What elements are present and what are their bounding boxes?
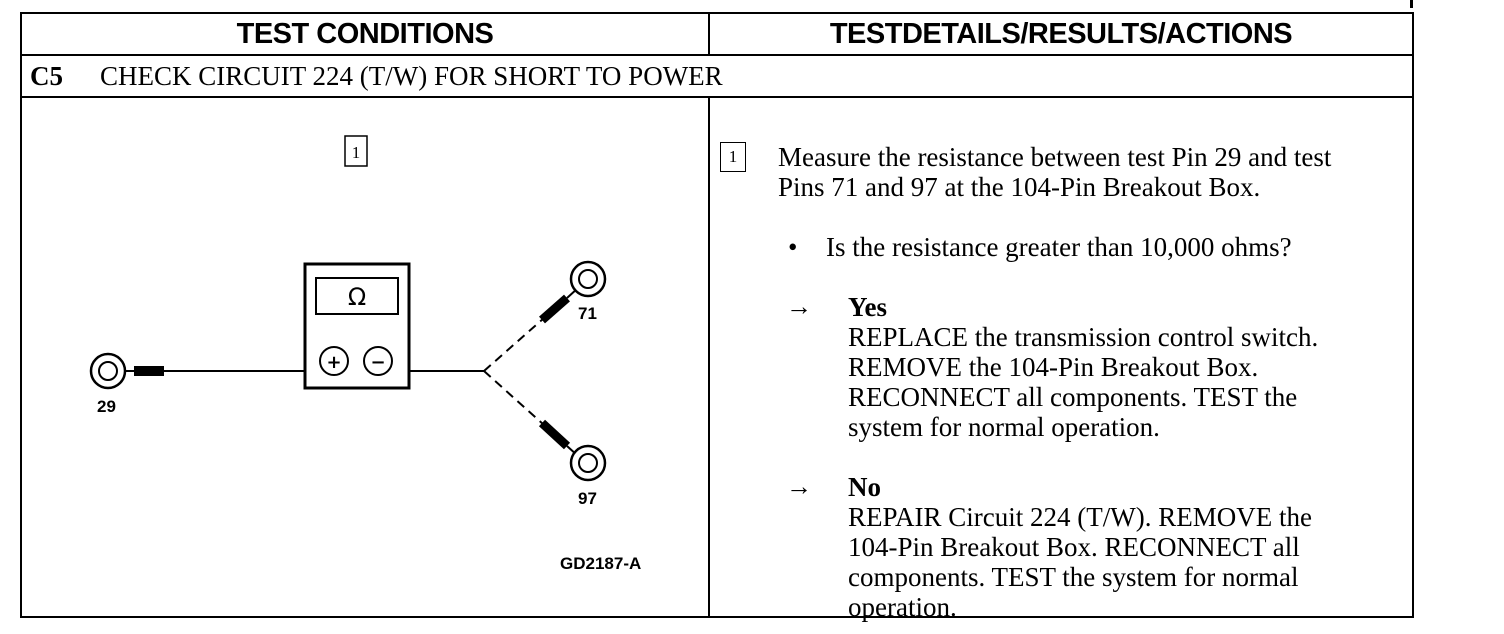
details-step-marker: 1 bbox=[720, 142, 746, 172]
step-title: CHECK CIRCUIT 224 (T/W) FOR SHORT TO POW… bbox=[100, 60, 723, 91]
test-details-header: TESTDETAILS/RESULTS/ACTIONS bbox=[829, 17, 1293, 50]
no-label: No bbox=[848, 472, 881, 502]
test-pin-icon bbox=[569, 444, 607, 482]
step-rule bbox=[22, 96, 1412, 98]
probe-icon bbox=[134, 366, 164, 376]
yes-label: Yes bbox=[848, 292, 887, 322]
question: Is the resistance greater than 10,000 oh… bbox=[826, 232, 1292, 262]
dashed-lead-71 bbox=[483, 287, 579, 372]
instruction: Measure the resistance between test Pin … bbox=[778, 142, 1332, 202]
figure-id: GD2187-A bbox=[560, 554, 641, 573]
header-rule bbox=[22, 54, 1412, 56]
arrow-right-icon: → bbox=[786, 472, 812, 501]
svg-text:+: + bbox=[326, 352, 341, 373]
test-pin-icon bbox=[569, 260, 607, 298]
ohmmeter-icon: Ω + − bbox=[303, 262, 411, 390]
probe-icon bbox=[539, 294, 570, 324]
step-id: C5 bbox=[30, 60, 63, 91]
bullet-icon: • bbox=[788, 232, 798, 262]
pin-29-label: 29 bbox=[97, 397, 116, 416]
minus-terminal-icon bbox=[363, 346, 393, 376]
corner-mark bbox=[1410, 0, 1413, 8]
test-details-panel: 1 Measure the resistance between test Pi… bbox=[710, 98, 1412, 622]
test-lead-left bbox=[122, 366, 305, 376]
test-conditions-diagram: 1 Ω + − 29 bbox=[22, 98, 708, 618]
test-procedure-table: TEST CONDITIONS TESTDETAILS/RESULTS/ACTI… bbox=[20, 12, 1414, 622]
no-action: REPAIR Circuit 224 (T/W). REMOVE the 104… bbox=[848, 502, 1312, 622]
svg-text:−: − bbox=[370, 352, 385, 373]
svg-text:1: 1 bbox=[352, 143, 361, 162]
column-divider bbox=[708, 14, 710, 54]
step-title-row: C5 CHECK CIRCUIT 224 (T/W) FOR SHORT TO … bbox=[22, 56, 1412, 96]
test-pin-icon bbox=[89, 352, 127, 390]
yes-action: REPLACE the transmission control switch.… bbox=[848, 322, 1319, 442]
ohm-symbol: Ω bbox=[348, 283, 366, 311]
diagram-step-marker: 1 bbox=[344, 135, 368, 167]
plus-terminal-icon bbox=[319, 346, 349, 376]
probe-icon bbox=[538, 419, 571, 450]
pin-97-label: 97 bbox=[578, 489, 597, 508]
dashed-lead-97 bbox=[483, 370, 579, 457]
column-divider bbox=[708, 96, 710, 618]
pin-71-label: 71 bbox=[578, 304, 597, 323]
test-conditions-header: TEST CONDITIONS bbox=[236, 17, 494, 50]
ohmmeter-wiring-diagram: 1 Ω + − 29 bbox=[89, 135, 641, 573]
arrow-right-icon: → bbox=[786, 292, 812, 321]
